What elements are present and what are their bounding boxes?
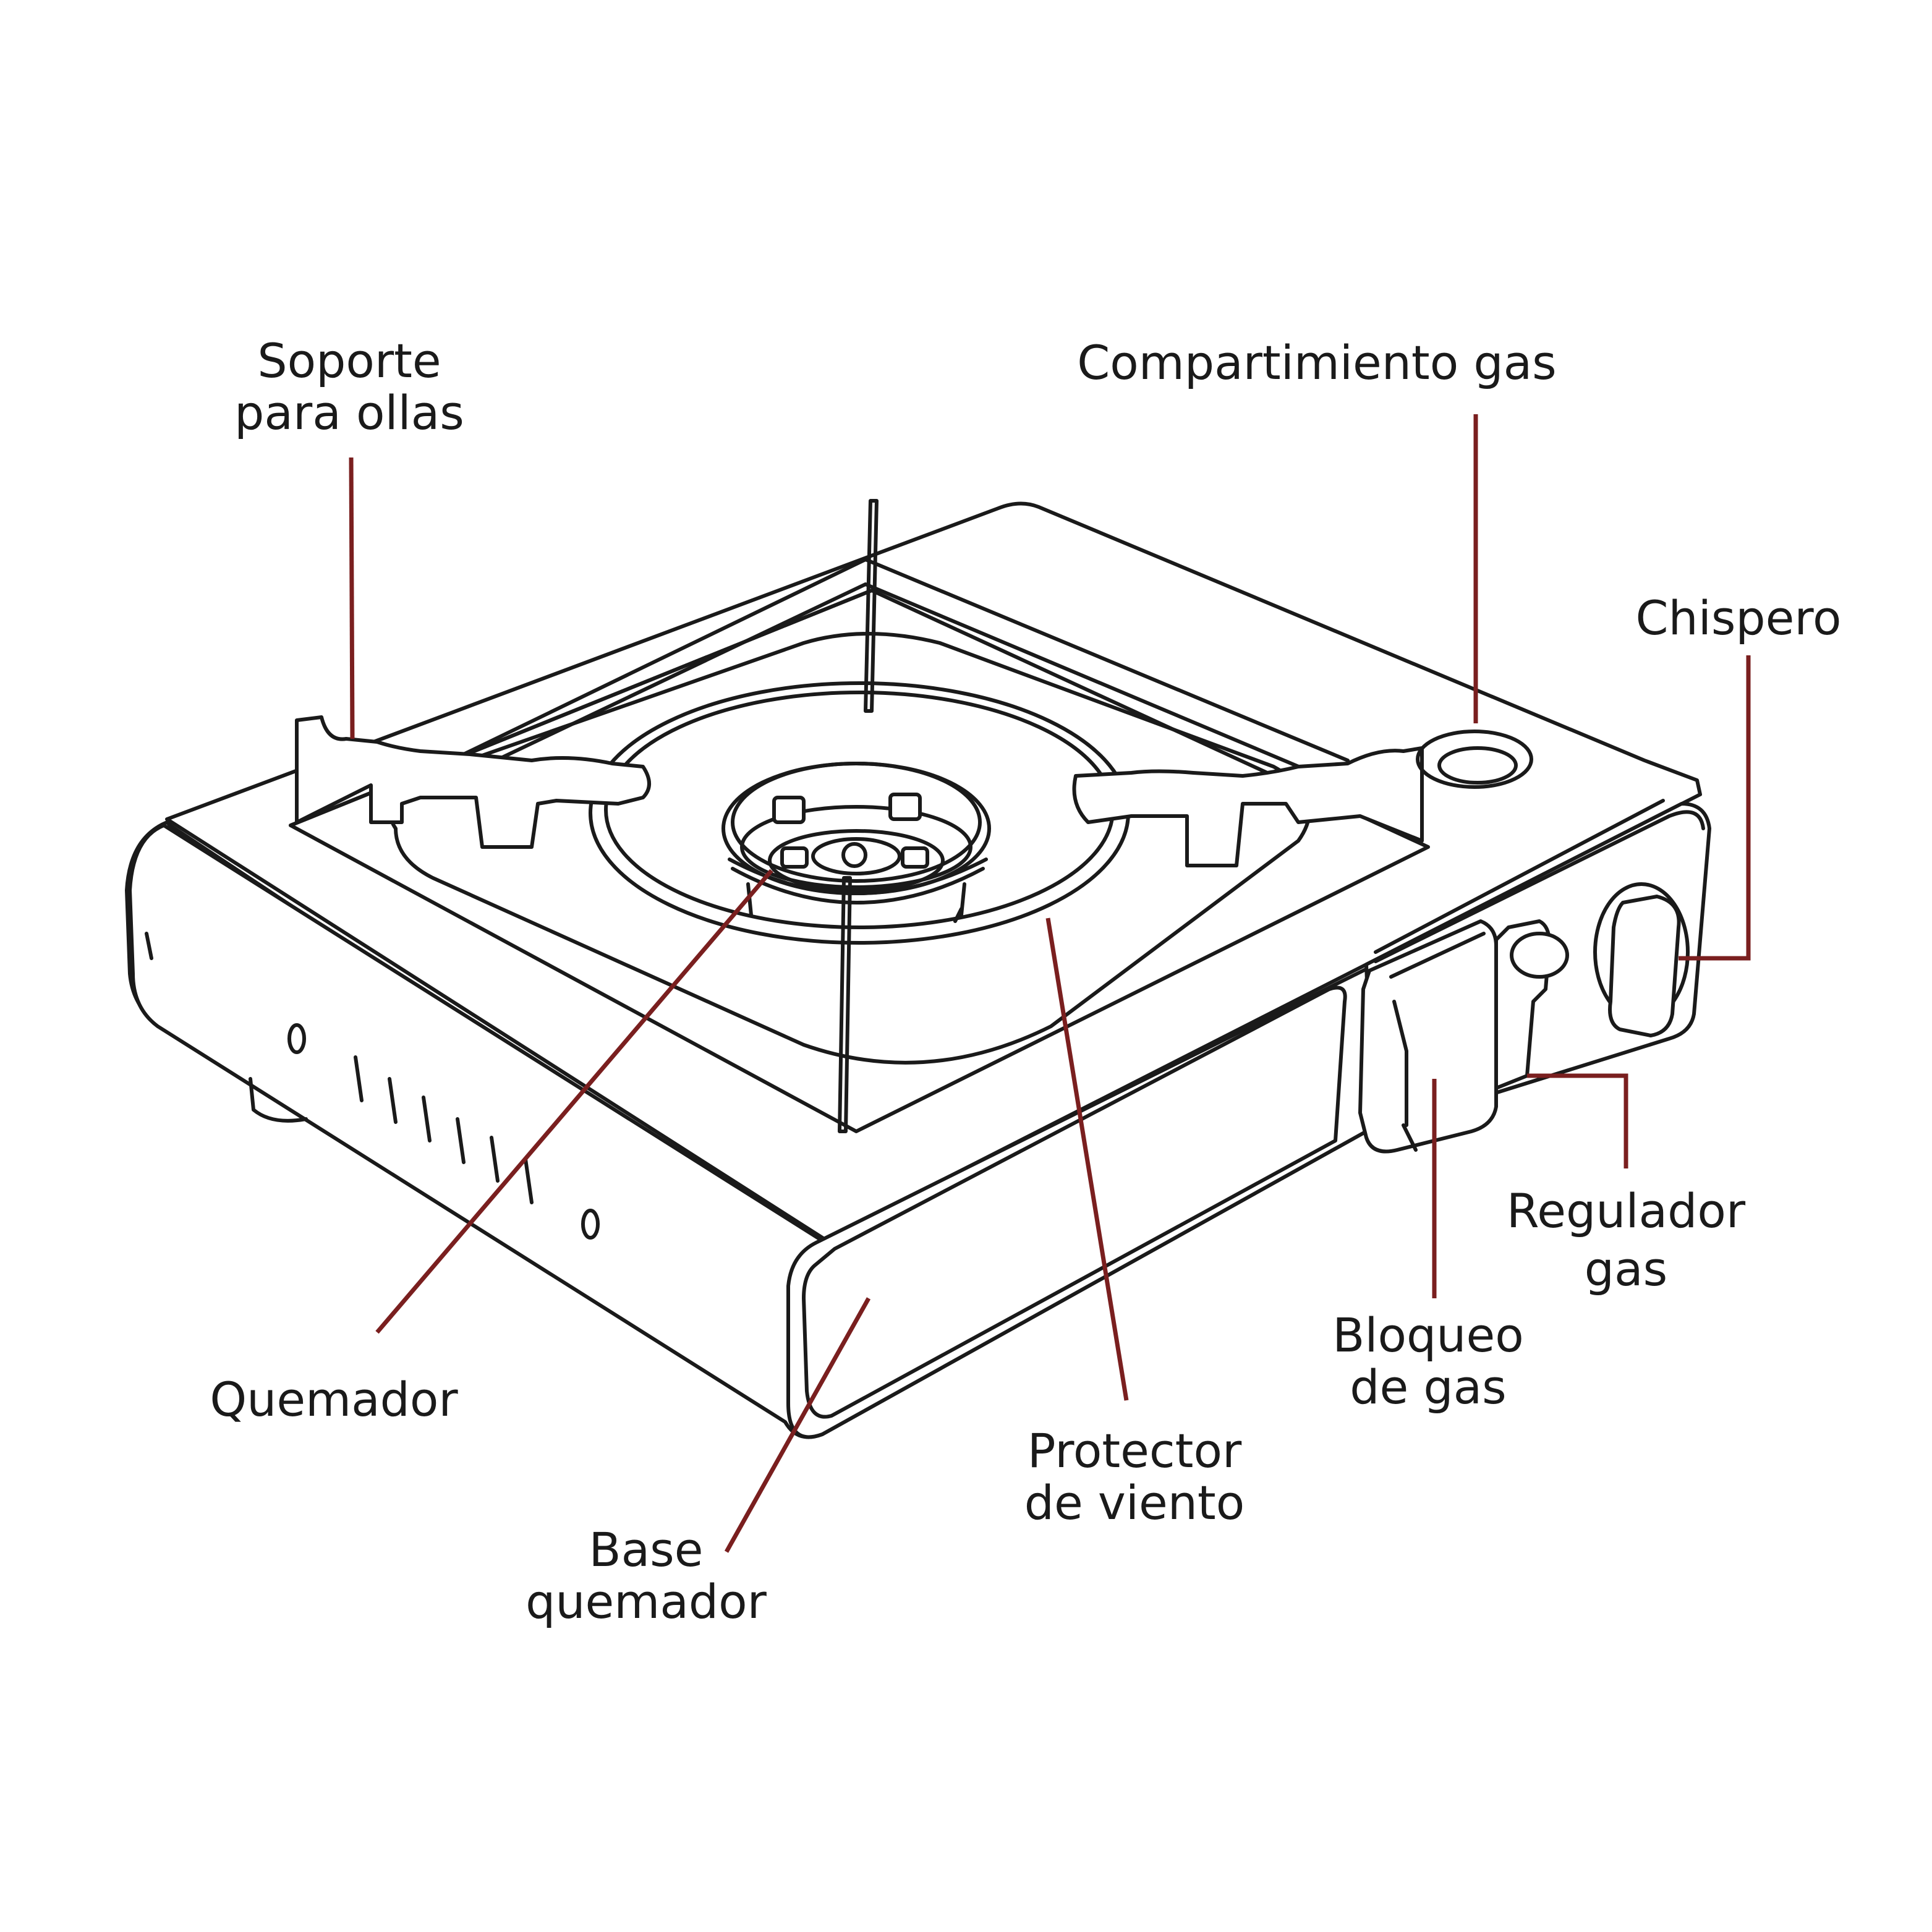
leader-burner <box>375 869 773 1334</box>
front-panel-inset <box>802 985 1347 1419</box>
leader-wind-guard <box>1045 917 1129 1401</box>
label-burner: Quemador <box>210 1372 458 1427</box>
pot-support-right <box>1072 746 1424 867</box>
leader-lines <box>349 414 1751 1553</box>
leader-pot-support <box>349 457 355 739</box>
pot-support-left <box>295 715 651 849</box>
label-pot-support: Soporte para ollas <box>234 333 464 440</box>
label-wind-guard: Protector de viento <box>1024 1423 1245 1530</box>
gas-compartment-hole <box>1416 730 1533 789</box>
leader-gas-regulator <box>1527 1073 1628 1168</box>
label-igniter: Chispero <box>1635 590 1842 645</box>
front-right-panel <box>786 963 1377 1439</box>
center-rods <box>838 499 879 1133</box>
leader-burner-base <box>724 1297 871 1553</box>
label-gas-lock: Bloqueo de gas <box>1332 1308 1524 1415</box>
side-vents <box>145 932 600 1240</box>
label-gas-compartment: Compartimiento gas <box>1077 335 1557 390</box>
label-burner-base: Base quemador <box>526 1522 767 1629</box>
label-gas-regulator: Regulador gas <box>1506 1183 1746 1296</box>
gas-regulator-knob <box>1494 919 1569 1090</box>
gas-lock-lever <box>1358 919 1498 1154</box>
burner-assembly <box>721 762 991 923</box>
leader-igniter <box>1679 655 1751 961</box>
stove-foot <box>249 1077 308 1123</box>
igniter-button <box>1593 882 1690 1037</box>
